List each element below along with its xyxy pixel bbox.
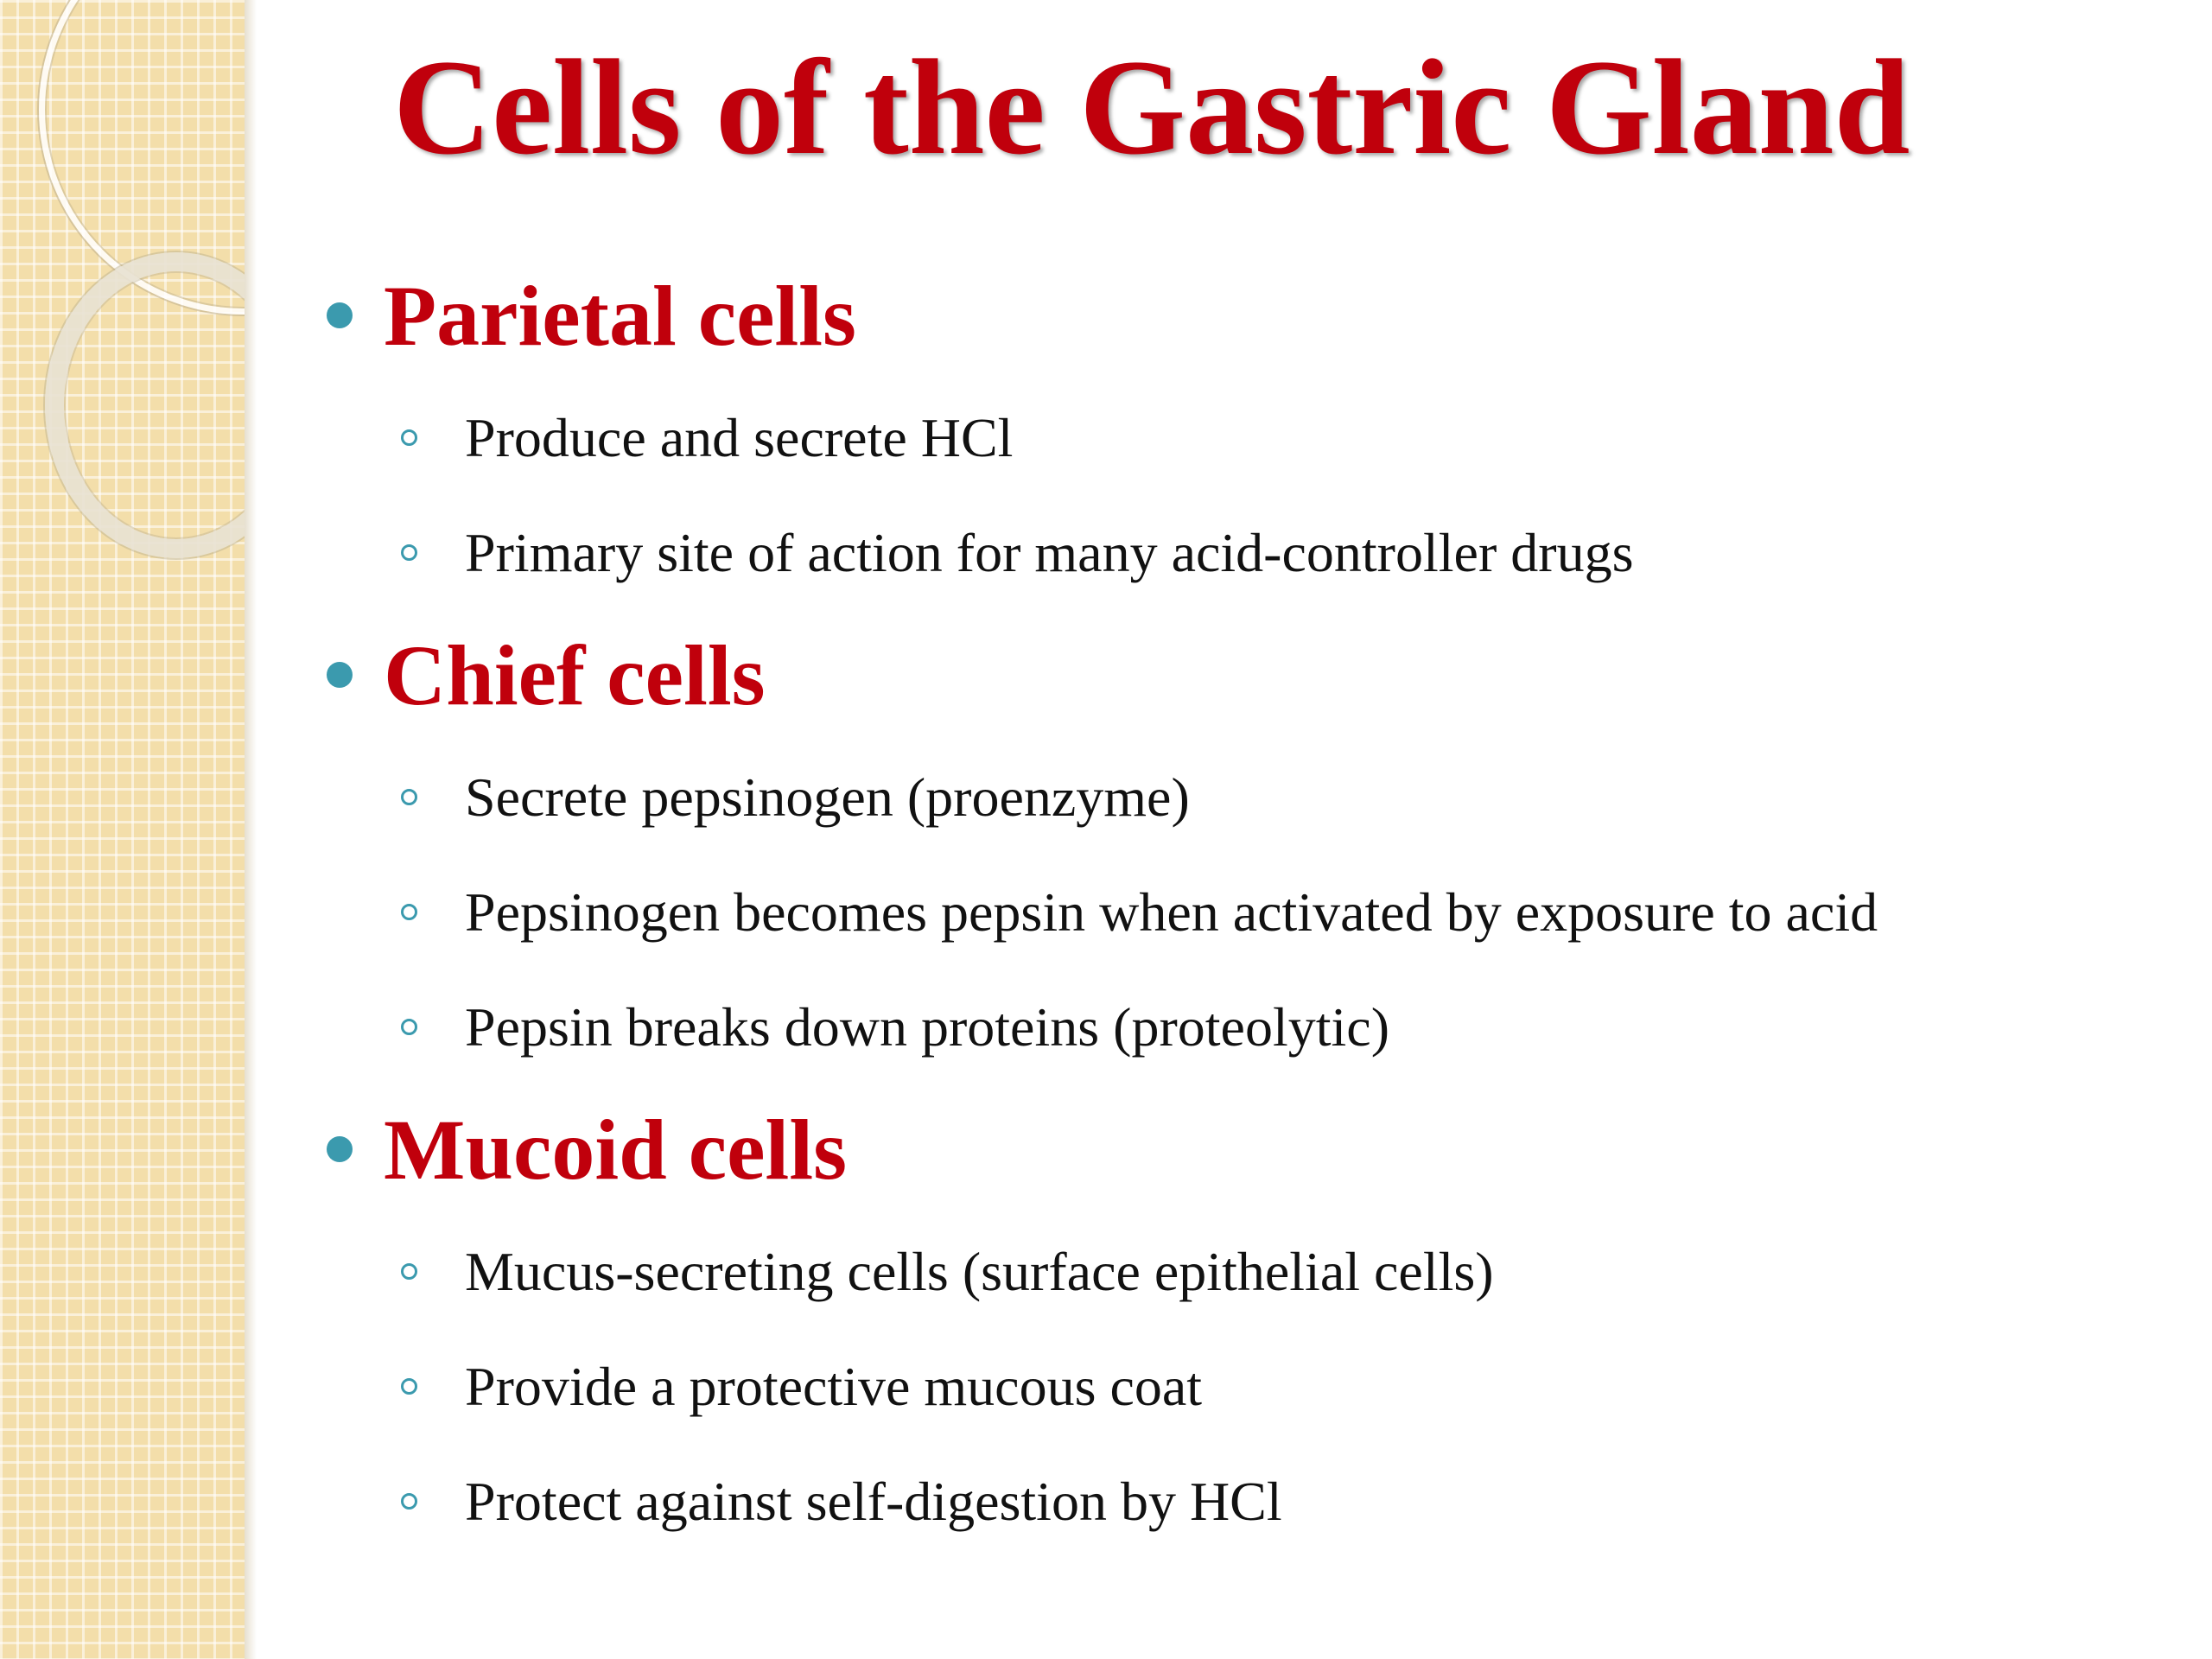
ring-bullet-icon [401, 1493, 417, 1510]
list-item: Protect against self-digestion by HCl [320, 1444, 2177, 1559]
slide-title: Cells of the Gastric Gland [393, 32, 1910, 183]
section-heading-row: Parietal cells [320, 251, 2177, 380]
list-item-text: Mucus-secreting cells (surface epithelia… [465, 1240, 1494, 1302]
list-item: Primary site of action for many acid-con… [320, 495, 2177, 610]
sub-bullet-list: Secrete pepsinogen (proenzyme) Pepsinoge… [320, 740, 2177, 1084]
list-item: Secrete pepsinogen (proenzyme) [320, 740, 2177, 855]
ring-bullet-icon [401, 1378, 417, 1395]
list-item: Pepsinogen becomes pepsin when activated… [320, 855, 2177, 969]
list-item: Pepsin breaks down proteins (proteolytic… [320, 969, 2177, 1084]
list-item: Mucus-secreting cells (surface epithelia… [320, 1214, 2177, 1329]
list-item-text: Pepsinogen becomes pepsin when activated… [465, 880, 1878, 943]
section-heading: Mucoid cells [384, 1101, 848, 1198]
ring-bullet-icon [401, 904, 417, 920]
ring-bullet-icon [401, 544, 417, 561]
side-band-shadow [245, 0, 257, 1659]
bullet-dot-icon [327, 662, 353, 688]
bullet-dot-icon [327, 302, 353, 328]
ring-bullet-icon [401, 1263, 417, 1280]
section-chief-cells: Chief cells Secrete pepsinogen (proenzym… [320, 610, 2177, 1084]
list-item-text: Protect against self-digestion by HCl [465, 1470, 1282, 1532]
list-item: Provide a protective mucous coat [320, 1329, 2177, 1444]
list-item-text: Provide a protective mucous coat [465, 1355, 1203, 1417]
sub-bullet-list: Produce and secrete HCl Primary site of … [320, 380, 2177, 610]
decorative-ring-small [45, 252, 245, 558]
ring-bullet-icon [401, 789, 417, 805]
section-heading: Chief cells [384, 626, 766, 723]
list-item-text: Produce and secrete HCl [465, 406, 1014, 468]
section-heading-row: Mucoid cells [320, 1084, 2177, 1214]
slide-content: Parietal cells Produce and secrete HCl P… [320, 251, 2177, 1559]
sub-bullet-list: Mucus-secreting cells (surface epithelia… [320, 1214, 2177, 1559]
section-heading-row: Chief cells [320, 610, 2177, 740]
ring-bullet-icon [401, 429, 417, 446]
list-item: Produce and secrete HCl [320, 380, 2177, 495]
section-heading: Parietal cells [384, 267, 856, 364]
bullet-dot-icon [327, 1136, 353, 1162]
section-mucoid-cells: Mucoid cells Mucus-secreting cells (surf… [320, 1084, 2177, 1559]
decorative-side-band [0, 0, 245, 1659]
list-item-text: Pepsin breaks down proteins (proteolytic… [465, 995, 1389, 1058]
list-item-text: Secrete pepsinogen (proenzyme) [465, 766, 1190, 828]
section-parietal-cells: Parietal cells Produce and secrete HCl P… [320, 251, 2177, 610]
list-item-text: Primary site of action for many acid-con… [465, 521, 1634, 583]
ring-bullet-icon [401, 1019, 417, 1035]
